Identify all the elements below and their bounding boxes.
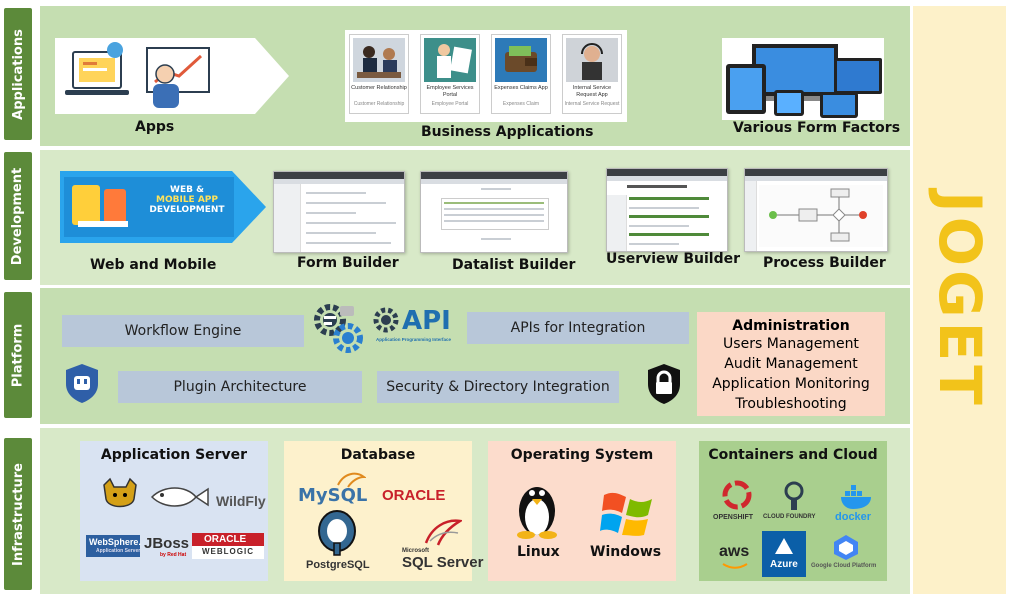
business-apps-panel: Customer Relationship Customer Relations… bbox=[345, 30, 627, 122]
apps-banner bbox=[55, 38, 289, 114]
aws-smile-icon bbox=[722, 563, 748, 569]
layer-tab-development: Development bbox=[4, 152, 32, 280]
joget-brand-column: JOGET bbox=[913, 6, 1006, 594]
tablet-small-icon bbox=[820, 92, 858, 118]
docker-logo: docker bbox=[835, 511, 872, 523]
card-expenses-claims[interactable]: Expenses Claims App Expenses Claim bbox=[491, 34, 551, 114]
containers-cloud-panel: Containers and Cloud OPENSHIFT CLOUD FOU… bbox=[699, 441, 887, 581]
form-builder-caption: Form Builder bbox=[297, 255, 399, 271]
docker-whale-icon bbox=[841, 485, 871, 509]
layer-tab-platform: Platform bbox=[4, 292, 32, 418]
postgresql-logo: PostgreSQL bbox=[306, 559, 370, 571]
wallet-image bbox=[495, 38, 547, 82]
presenter-icon bbox=[146, 47, 210, 108]
websphere-logo: WebSphere. Application Server bbox=[86, 535, 141, 557]
card-employee-services[interactable]: Employee Services Portal Employee Portal bbox=[420, 34, 480, 114]
security-lock-icon bbox=[648, 364, 680, 404]
database-panel: Database MySQL ORACLE PostgreSQL Microso… bbox=[284, 441, 483, 581]
web-mobile-caption: Web and Mobile bbox=[90, 257, 217, 273]
process-builder-screenshot[interactable] bbox=[744, 168, 888, 252]
oracle-weblogic-logo: ORACLE WEBLOGIC bbox=[192, 533, 264, 559]
oracle-db-logo: ORACLE bbox=[382, 487, 446, 504]
administration-box: Administration Users Management Audit Ma… bbox=[697, 312, 885, 416]
employee-image bbox=[424, 38, 476, 82]
web-mobile-banner bbox=[60, 171, 266, 243]
google-cloud-icon bbox=[834, 535, 858, 560]
administration-title: Administration bbox=[732, 318, 850, 334]
admin-item: Users Management bbox=[723, 336, 859, 352]
sqlserver-icon bbox=[424, 519, 462, 546]
admin-item: Audit Management bbox=[724, 356, 858, 372]
userview-builder-caption: Userview Builder bbox=[606, 251, 740, 267]
card-customer-relationship[interactable]: Customer Relationship Customer Relations… bbox=[349, 34, 409, 114]
joget-logo-text: JOGET bbox=[925, 191, 994, 409]
card-internal-service-request[interactable]: Internal Service Request App Internal Se… bbox=[562, 34, 622, 114]
laptop-icon bbox=[65, 42, 129, 95]
wildfly-logo: WildFly bbox=[216, 493, 266, 509]
monitor-device-icon bbox=[834, 58, 882, 94]
tablet-device-icon bbox=[726, 64, 766, 114]
linux-tux-icon bbox=[517, 487, 557, 539]
phone-device-icon bbox=[774, 90, 804, 116]
application-server-panel: Application Server WildFly WebSphere. Ap… bbox=[80, 441, 268, 581]
apps-caption: Apps bbox=[135, 119, 175, 135]
sqlserver-logo: SQL Server bbox=[402, 554, 484, 571]
security-directory-box: Security & Directory Integration bbox=[377, 371, 619, 403]
workflow-engine-box: Workflow Engine bbox=[62, 315, 304, 347]
openshift-logo: OPENSHIFT bbox=[713, 514, 754, 521]
apis-integration-box: APIs for Integration bbox=[467, 312, 689, 344]
operating-system-panel: Operating System Linux Windows bbox=[488, 441, 676, 581]
containers-cloud-title: Containers and Cloud bbox=[708, 447, 878, 463]
cloudfoundry-icon bbox=[784, 481, 804, 510]
operating-system-title: Operating System bbox=[510, 447, 654, 463]
business-apps-caption: Business Applications bbox=[421, 124, 594, 140]
windows-logo-icon bbox=[600, 492, 652, 536]
tomcat-icon bbox=[103, 477, 137, 508]
openshift-icon bbox=[722, 480, 752, 510]
azure-icon bbox=[775, 538, 793, 554]
layer-tab-applications: Applications bbox=[4, 8, 32, 140]
mysql-dolphin-icon bbox=[337, 472, 366, 488]
azure-logo: Azure bbox=[762, 531, 806, 577]
form-builder-screenshot[interactable] bbox=[273, 171, 405, 253]
aws-logo: aws bbox=[719, 543, 750, 560]
userview-builder-screenshot[interactable] bbox=[606, 168, 728, 252]
plugin-architecture-box: Plugin Architecture bbox=[118, 371, 362, 403]
form-factors-caption: Various Form Factors bbox=[733, 120, 901, 136]
database-title: Database bbox=[340, 447, 416, 463]
cloudfoundry-logo: CLOUD FOUNDRY bbox=[763, 514, 816, 520]
admin-item: Troubleshooting bbox=[735, 396, 847, 412]
admin-item: Application Monitoring bbox=[712, 376, 870, 392]
mysql-logo: MySQL bbox=[298, 485, 368, 506]
api-gear-icon bbox=[373, 307, 399, 333]
form-factors-devices bbox=[722, 38, 884, 120]
meeting-image bbox=[353, 38, 405, 82]
layer-tab-infrastructure: Infrastructure bbox=[4, 438, 32, 590]
linux-label: Linux bbox=[517, 544, 560, 560]
api-logo-text: API bbox=[402, 306, 451, 336]
windows-label: Windows bbox=[590, 544, 662, 560]
application-server-title: Application Server bbox=[100, 447, 248, 463]
google-cloud-logo: Google Cloud Platform bbox=[811, 563, 877, 569]
postgresql-elephant-icon bbox=[318, 510, 356, 556]
plugin-shield-icon bbox=[66, 364, 98, 403]
jboss-logo: JBoss bbox=[144, 535, 190, 552]
jboss-subtext: by Red Hat bbox=[160, 552, 187, 558]
glassfish-icon bbox=[150, 487, 209, 507]
datalist-builder-screenshot[interactable] bbox=[420, 171, 568, 253]
gears-icon bbox=[314, 304, 363, 353]
process-builder-caption: Process Builder bbox=[763, 255, 886, 271]
sqlserver-prefix: Microsoft bbox=[402, 548, 429, 554]
api-logo-subtext: Application Programming Interface bbox=[376, 337, 452, 342]
support-image bbox=[566, 38, 618, 82]
datalist-builder-caption: Datalist Builder bbox=[452, 257, 576, 273]
web-mobile-banner-text: WEB & MOBILE APP DEVELOPMENT bbox=[149, 185, 225, 215]
